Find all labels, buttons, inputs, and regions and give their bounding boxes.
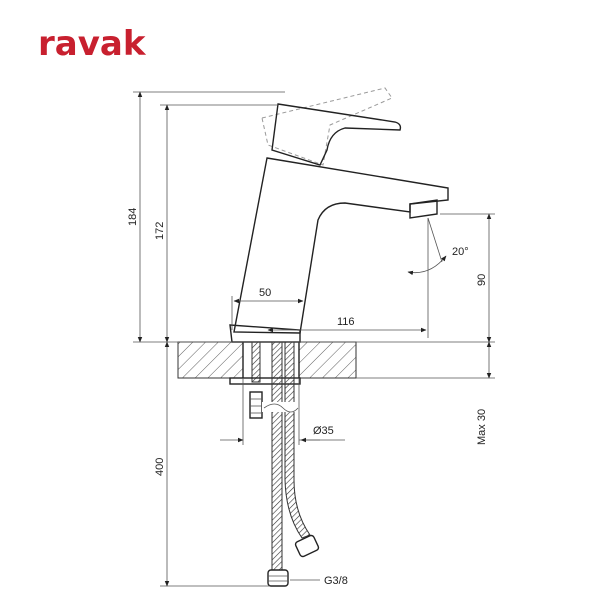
dimension-116: 116 xyxy=(267,218,429,338)
svg-text:20°: 20° xyxy=(452,246,469,258)
svg-text:184: 184 xyxy=(127,208,139,226)
svg-text:Ø35: Ø35 xyxy=(313,425,334,437)
dimension-50: 50 xyxy=(231,287,304,330)
dimension-400: 400 xyxy=(154,341,270,587)
dimension-max-30: Max 30 xyxy=(356,341,495,445)
faucet-body xyxy=(229,103,449,343)
supply-hoses xyxy=(262,341,320,587)
dimension-90: 90 xyxy=(440,213,495,343)
countertop xyxy=(177,341,357,379)
dimension-184: 184 xyxy=(127,91,285,343)
ravak-logo: ravak xyxy=(38,24,147,64)
lever-alt-position xyxy=(261,87,393,166)
svg-text:172: 172 xyxy=(154,222,166,240)
thread-label: G3/8 xyxy=(290,575,348,587)
svg-text:400: 400 xyxy=(154,458,166,476)
svg-text:Max 30: Max 30 xyxy=(476,409,488,445)
svg-text:50: 50 xyxy=(259,287,271,299)
svg-text:90: 90 xyxy=(476,274,488,286)
dimension-172: 172 xyxy=(154,104,278,343)
dimension-diameter-35: Ø35 xyxy=(220,378,345,445)
svg-text:116: 116 xyxy=(337,316,355,328)
svg-text:G3/8: G3/8 xyxy=(324,575,348,587)
dimension-20-deg: 20° xyxy=(407,217,469,276)
